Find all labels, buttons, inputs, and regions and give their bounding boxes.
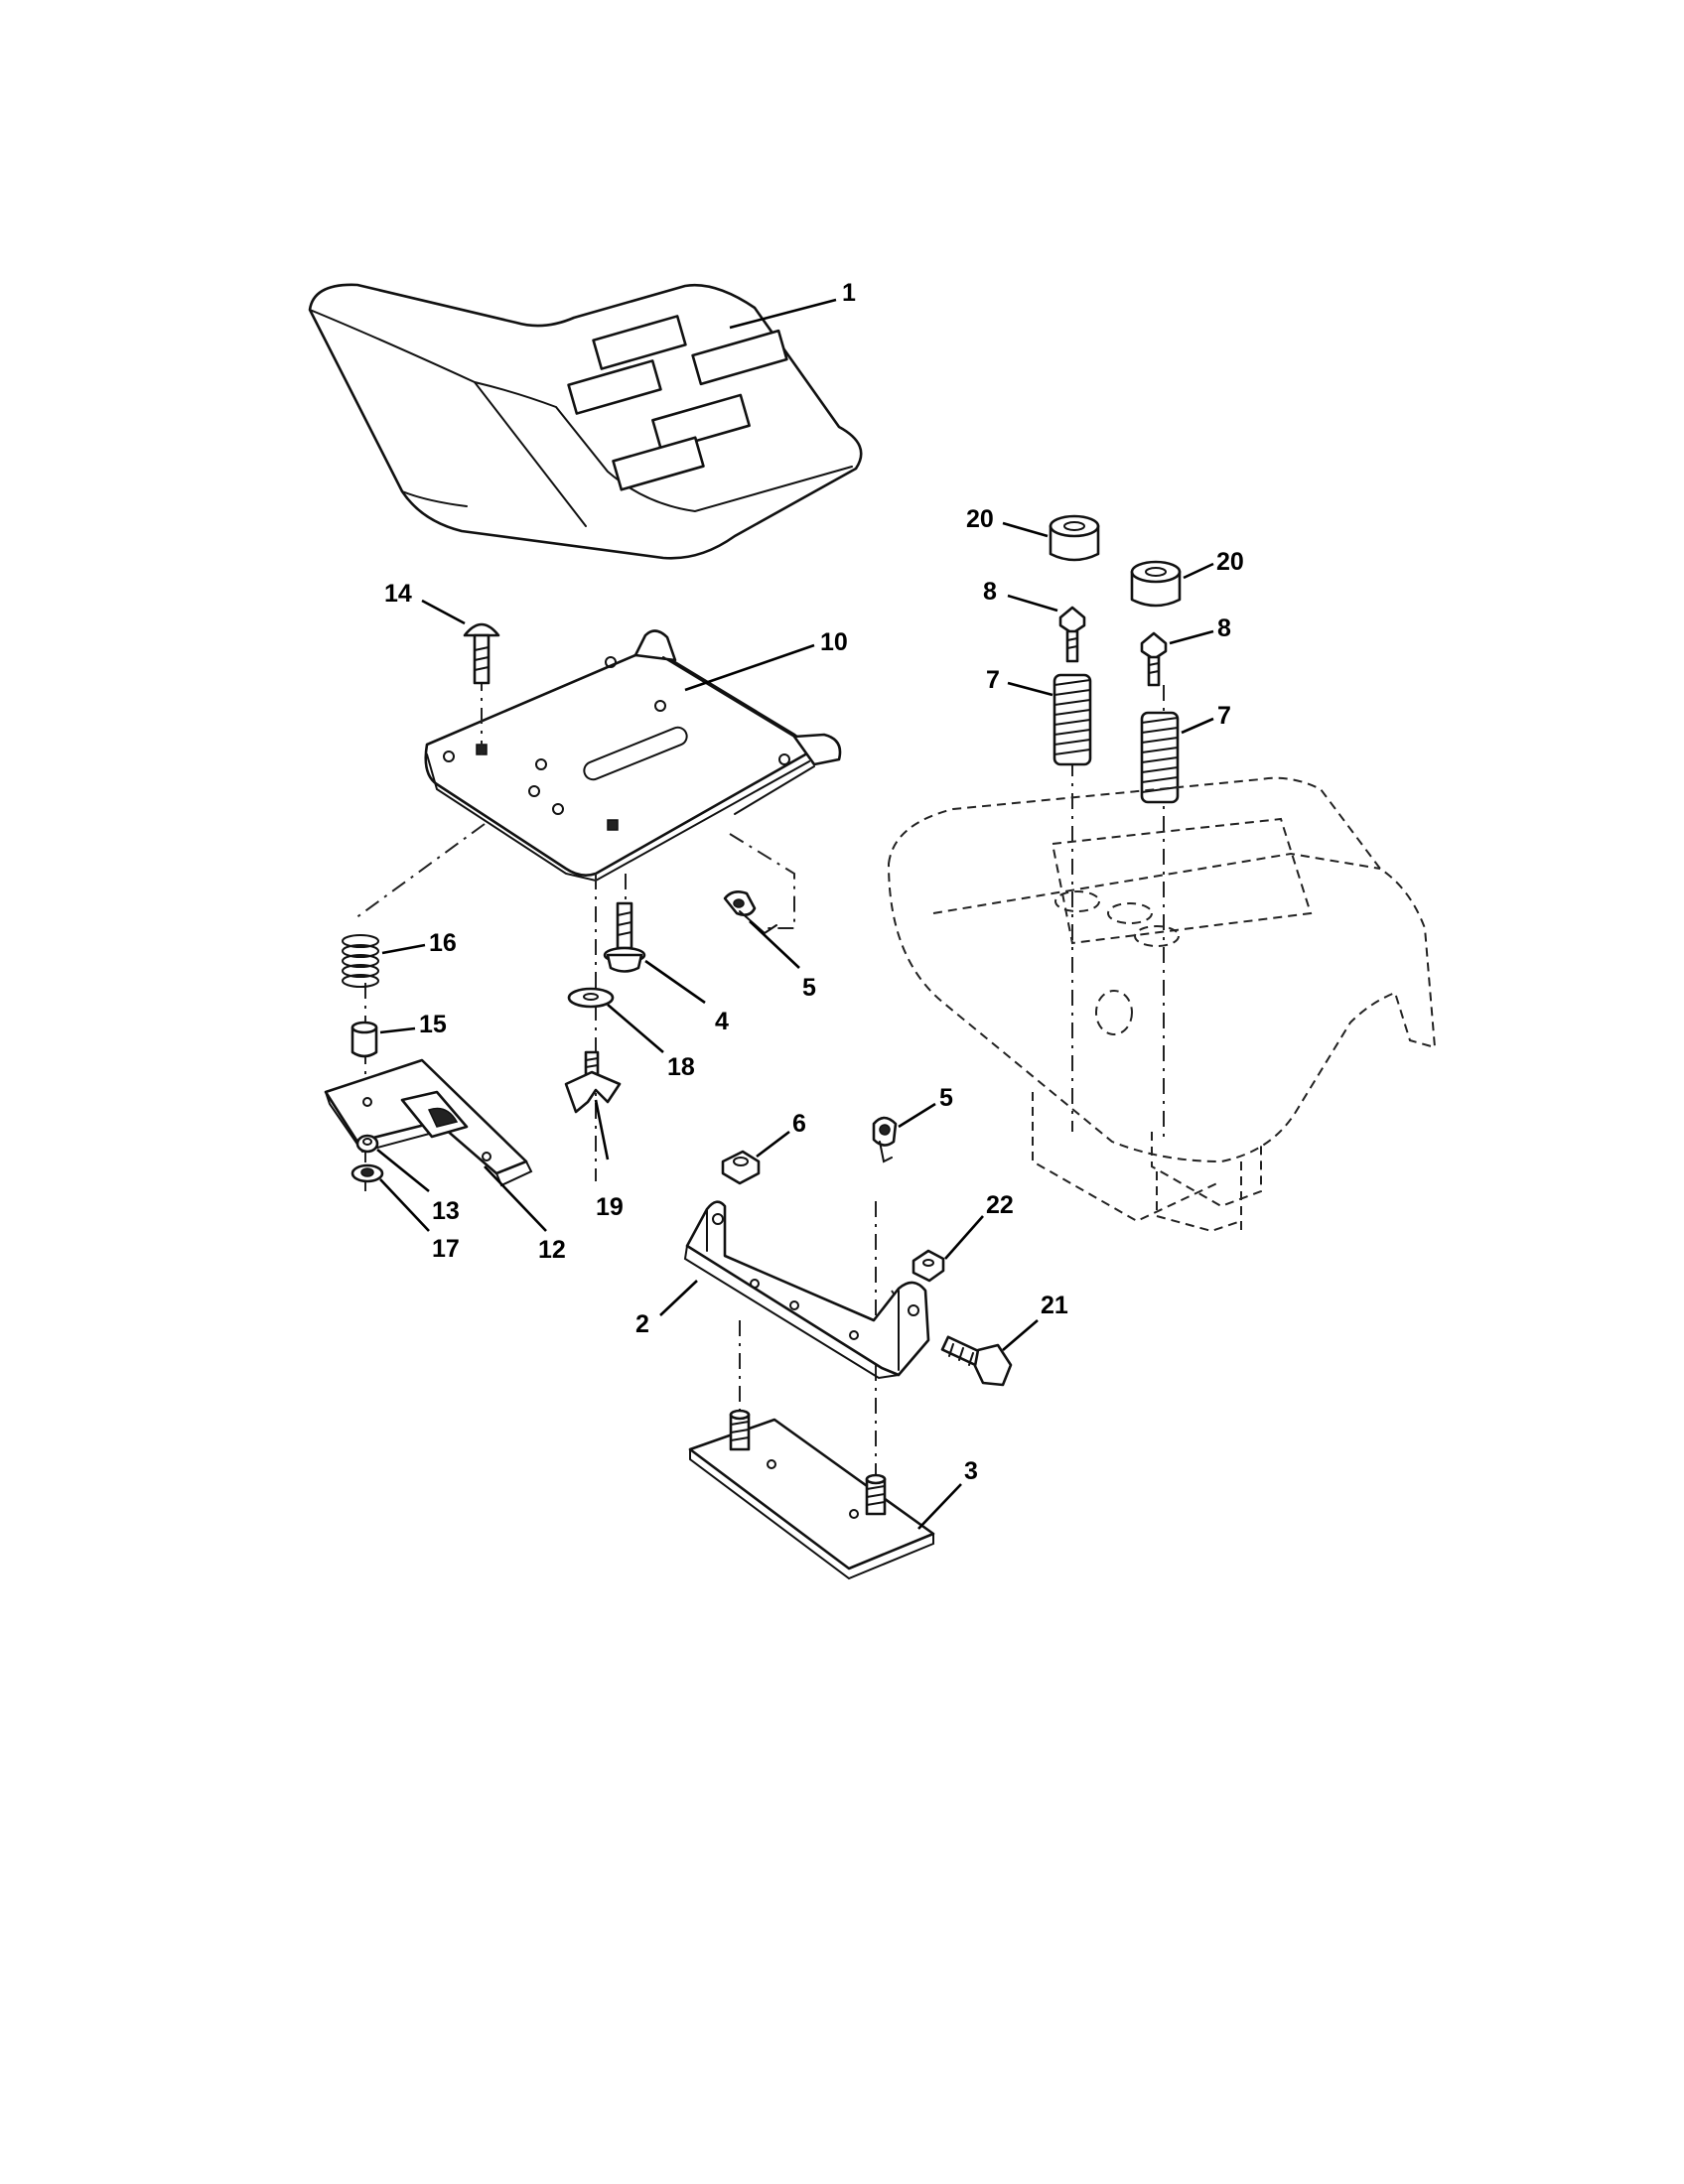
callout-18: 18: [607, 1004, 695, 1081]
bumper-left-part: [1049, 514, 1100, 562]
nut-6-part: [721, 1150, 761, 1185]
svg-text:1: 1: [842, 279, 856, 307]
svg-text:2: 2: [635, 1310, 649, 1338]
callout-22: 22: [944, 1191, 1014, 1260]
svg-text:3: 3: [964, 1457, 978, 1485]
callout-10: 10: [684, 628, 848, 692]
callout-8-left: 8: [983, 578, 1058, 613]
callout-14: 14: [384, 580, 466, 625]
seat-part: [308, 283, 863, 560]
bolt-8-left-part: [1058, 606, 1086, 663]
callout-3: 3: [917, 1457, 978, 1530]
svg-text:16: 16: [429, 929, 457, 957]
callout-7-left: 7: [986, 666, 1053, 697]
svg-text:12: 12: [538, 1236, 566, 1264]
callout-5-upper: 5: [749, 920, 816, 1002]
spring-7-right-part: [1140, 711, 1180, 804]
spring-7-left-part: [1052, 673, 1092, 766]
carriage-bolt-part: [463, 622, 500, 685]
bushing-part: [351, 1021, 378, 1058]
svg-text:19: 19: [596, 1193, 624, 1221]
callout-16: 16: [381, 929, 457, 957]
pivot-bracket-part: [683, 1200, 930, 1380]
callout-4: 4: [644, 959, 729, 1035]
callout-13: 13: [376, 1148, 460, 1225]
callout-20-right: 20: [1183, 548, 1244, 580]
lock-nut-part: [912, 1249, 945, 1283]
svg-text:18: 18: [667, 1053, 695, 1081]
svg-text:20: 20: [1216, 548, 1244, 576]
spring-16-part: [342, 934, 379, 988]
callout-21: 21: [1002, 1292, 1068, 1351]
svg-text:8: 8: [1217, 614, 1231, 642]
svg-text:17: 17: [432, 1235, 460, 1263]
svg-text:7: 7: [1217, 702, 1231, 730]
mounting-plate-part: [688, 1409, 935, 1580]
knob-part: [564, 1050, 622, 1114]
svg-text:10: 10: [820, 628, 848, 656]
svg-text:4: 4: [715, 1008, 729, 1035]
callout-8-right: 8: [1169, 614, 1231, 645]
flat-washer-part: [567, 987, 615, 1009]
callout-7-right: 7: [1181, 702, 1231, 735]
callout-1: 1: [729, 279, 856, 330]
callout-15: 15: [379, 1011, 447, 1038]
bolt-21-part: [940, 1335, 1013, 1387]
svg-text:14: 14: [384, 580, 412, 608]
nut-13-part: [355, 1134, 379, 1154]
svg-text:22: 22: [986, 1191, 1014, 1219]
callout-19: 19: [594, 1099, 624, 1221]
svg-text:8: 8: [983, 578, 997, 606]
slide-plate-part: [324, 1058, 533, 1187]
washer-17-part: [351, 1163, 384, 1183]
seat-pan-part: [424, 629, 842, 883]
shoulder-bolt-part: [603, 901, 646, 973]
svg-text:6: 6: [792, 1110, 806, 1138]
callout-20-left: 20: [966, 505, 1049, 538]
bumper-right-part: [1130, 560, 1182, 608]
svg-text:5: 5: [939, 1084, 953, 1112]
callout-6: 6: [756, 1110, 806, 1159]
svg-text:13: 13: [432, 1197, 460, 1225]
callout-12: 12: [484, 1165, 566, 1264]
bolt-8-right-part: [1140, 631, 1168, 687]
svg-text:5: 5: [802, 974, 816, 1002]
callout-2: 2: [635, 1280, 698, 1338]
svg-text:20: 20: [966, 505, 994, 533]
callout-5-lower: 5: [898, 1084, 953, 1129]
clip-lower-part: [872, 1116, 898, 1163]
svg-text:7: 7: [986, 666, 1000, 694]
clip-upper-part: [723, 890, 777, 935]
fender-phantom: [887, 776, 1437, 1233]
callout-17: 17: [379, 1178, 460, 1263]
svg-text:21: 21: [1041, 1292, 1068, 1319]
svg-text:15: 15: [419, 1011, 447, 1038]
